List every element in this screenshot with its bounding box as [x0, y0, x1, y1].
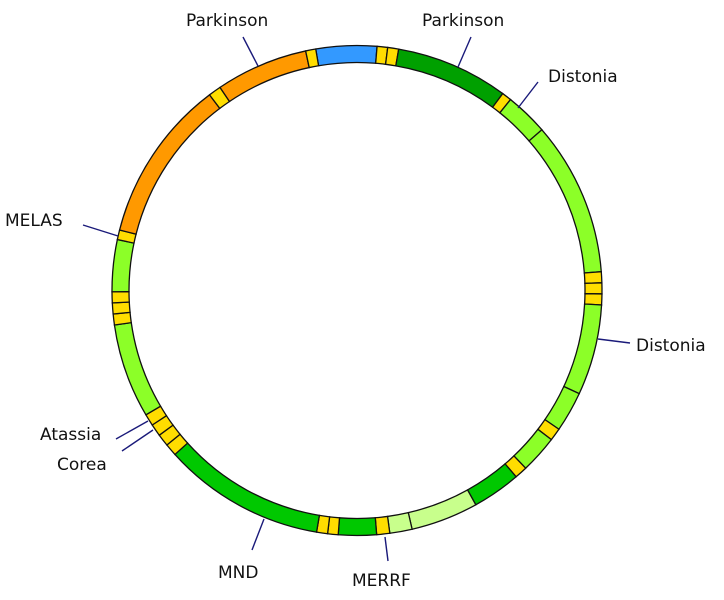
label-parkinson-left: Parkinson: [186, 11, 268, 31]
label-merrf: MERRF: [352, 571, 411, 591]
ring-segment-yellow: [304, 48, 320, 69]
ring-segment-blue: [314, 44, 378, 67]
ring-segment-light-green: [113, 321, 162, 416]
leader-merrf: [384, 536, 389, 562]
ring-segment-light-green: [528, 128, 602, 274]
ring-segment-light-green: [111, 238, 135, 293]
label-melas: MELAS: [5, 211, 63, 231]
ring-segment-yellow: [583, 293, 603, 306]
ring-segment-green: [174, 442, 321, 533]
leader-lines: [82, 36, 631, 562]
leader-atassia: [115, 420, 149, 440]
leader-corea: [121, 429, 154, 452]
ring-segment-yellow: [374, 515, 391, 536]
label-distonia-top: Distonia: [548, 67, 618, 87]
label-parkinson-right: Parkinson: [422, 11, 504, 31]
ring-segment-green: [337, 517, 378, 537]
leader-melas: [82, 224, 119, 237]
ring-segment-yellow: [583, 271, 603, 285]
ring-segment-light-green: [562, 303, 603, 395]
label-corea: Corea: [57, 455, 107, 475]
ring-segment-yellow: [111, 291, 130, 304]
ring-segment-yellow: [111, 301, 131, 315]
leader-mnd: [251, 518, 265, 551]
ring-segments: [111, 44, 603, 537]
leader-parkinson-left: [242, 36, 259, 67]
ring-segment-yellow: [584, 282, 603, 295]
label-mnd: MND: [218, 563, 258, 583]
ring-segment-orange: [118, 93, 221, 235]
label-atassia: Atassia: [40, 425, 101, 445]
ring-segment-pale-green: [386, 511, 413, 535]
label-distonia-right: Distonia: [636, 336, 706, 356]
leader-parkinson-right: [457, 36, 472, 68]
ring-segment-orange: [219, 50, 310, 103]
ring-segment-green: [466, 462, 518, 506]
ring-segment-dark-green: [395, 48, 504, 109]
leader-distonia-top: [517, 81, 539, 109]
leader-distonia-right: [597, 338, 631, 344]
ring-segment-pale-green: [407, 489, 477, 530]
